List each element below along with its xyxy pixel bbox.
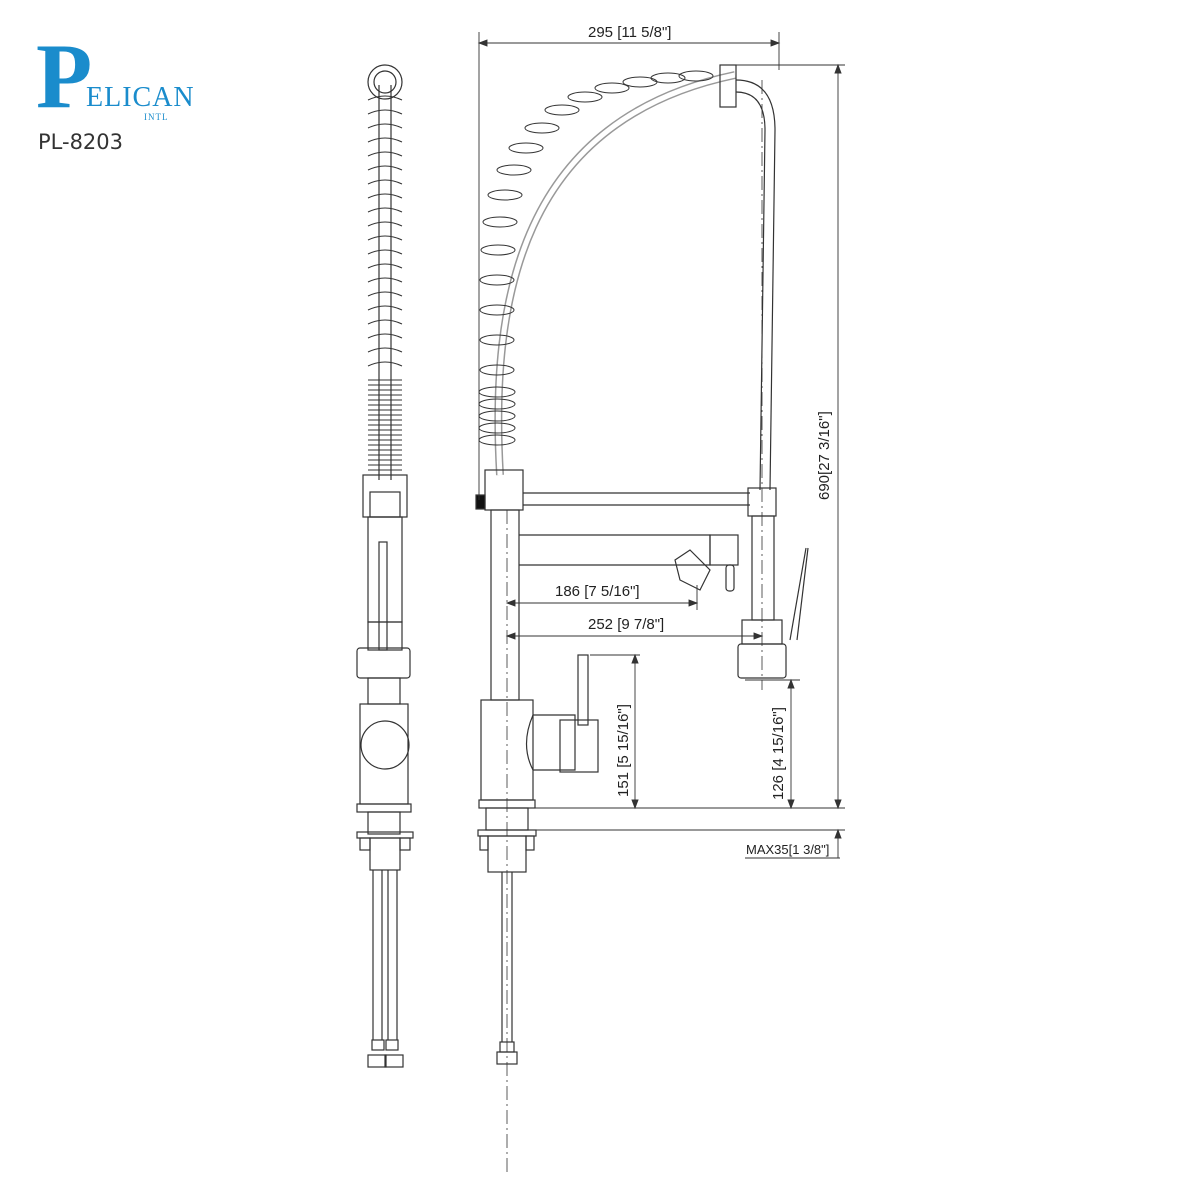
logo-initial: P (36, 25, 93, 127)
dim-sprayer-reach: 252 [9 7/8"] (588, 616, 665, 633)
dimension-lines (477, 32, 845, 859)
dim-overall-height: 690[27 3/16"] (816, 411, 833, 500)
model-number: PL-8203 (38, 130, 124, 154)
dim-spout-reach: 186 [7 5/16"] (555, 583, 640, 600)
dim-overall-width: 295 [11 5/8"] (588, 24, 672, 41)
dim-deck-thickness: MAX35[1 3/8"] (746, 842, 830, 857)
dim-spout-height: 151 [5 15/16"] (615, 704, 632, 797)
logo-wordmark: ELICAN (86, 82, 195, 113)
pelican-logo: P ELICAN INTL (36, 25, 194, 127)
logo-sub: INTL (144, 112, 169, 122)
dim-sprayer-height: 126 [4 15/16"] (770, 707, 787, 800)
side-view (356, 64, 414, 1068)
